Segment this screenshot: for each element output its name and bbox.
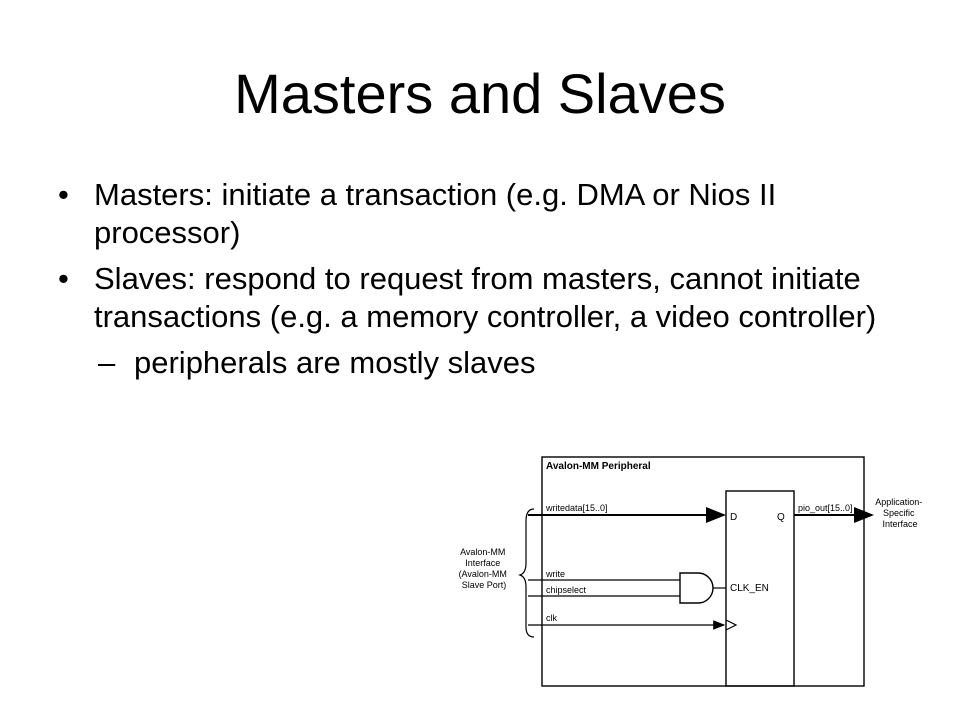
- diagram-svg: Avalon-MM Peripheral D Q CLK_EN writedat…: [459, 456, 925, 687]
- register-pin-clk-en: CLK_EN: [730, 583, 769, 594]
- bullet-marker: •: [58, 177, 69, 212]
- register-pin-d: D: [730, 512, 737, 523]
- bullet-text: Slaves: respond to request from masters,…: [94, 261, 877, 334]
- slide-title: Masters and Slaves: [234, 62, 726, 125]
- chipselect-label: chipselect: [546, 585, 587, 595]
- peripheral-box-title: Avalon-MM Peripheral: [546, 461, 651, 472]
- writedata-label: writedata[15..0]: [545, 503, 608, 513]
- bullet-masters: • Masters: initiate a transaction (e.g. …: [58, 176, 908, 252]
- bullet-list: • Masters: initiate a transaction (e.g. …: [58, 176, 908, 382]
- peripheral-box: [541, 456, 865, 687]
- interface-label: Avalon-MM Interface (Avalon-MM Slave Por…: [459, 547, 510, 590]
- write-label: write: [545, 569, 565, 579]
- sub-bullet-text: peripherals are mostly slaves: [134, 345, 536, 380]
- register-pin-q: Q: [777, 512, 785, 523]
- bullet-slaves: • Slaves: respond to request from master…: [58, 260, 908, 336]
- clock-input-triangle: [725, 619, 738, 631]
- pio-out-label: pio_out[15..0]: [798, 503, 853, 513]
- avalon-peripheral-diagram: Avalon-MM Peripheral D Q CLK_EN writedat…: [440, 455, 930, 690]
- and-gate: [679, 572, 714, 604]
- bullet-text: Masters: initiate a transaction (e.g. DM…: [94, 177, 777, 250]
- application-interface-label: Application- Specific Interface: [875, 497, 925, 529]
- interface-brace: [518, 508, 535, 638]
- sub-bullet-marker: –: [98, 345, 116, 380]
- bullet-marker: •: [58, 261, 69, 296]
- sub-bullet-peripherals: – peripherals are mostly slaves: [58, 344, 908, 382]
- clk-label: clk: [546, 613, 557, 623]
